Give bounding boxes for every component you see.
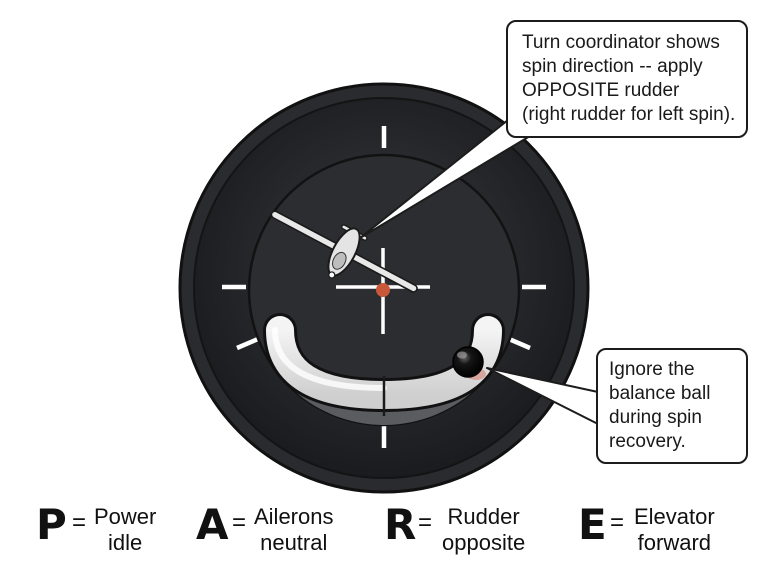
legend-text: Ailerons neutral	[254, 504, 333, 556]
legend-letter: E	[578, 500, 607, 549]
legend-letter: A	[196, 500, 229, 549]
legend-text-line1: Rudder	[447, 504, 520, 529]
callout-line: OPPOSITE rudder	[522, 80, 680, 101]
legend-text: Rudder opposite	[442, 504, 525, 556]
legend-letter: P	[36, 500, 67, 549]
callout-line: during spin	[609, 407, 702, 428]
legend-equals: =	[72, 509, 87, 536]
legend-text-line1: Power	[94, 504, 157, 529]
legend-text-line2: idle	[108, 530, 143, 555]
legend-text-line1: Ailerons	[254, 504, 334, 529]
legend-equals: =	[610, 509, 625, 536]
legend-text-line2: opposite	[442, 530, 526, 555]
legend-text-line1: Elevator	[634, 504, 715, 529]
legend-text-line2: forward	[637, 530, 712, 555]
callout-line: Turn coordinator shows	[522, 32, 720, 53]
callout-line: (right rudder for left spin).	[522, 104, 736, 125]
legend-equals: =	[232, 509, 247, 536]
turn-coordinator-callout: Turn coordinator shows spin direction --…	[506, 20, 748, 138]
callout-line: recovery.	[609, 431, 686, 452]
balance-ball-callout: Ignore the balance ball during spin reco…	[596, 348, 748, 464]
legend-text: Elevator forward	[634, 504, 715, 556]
legend-text-line2: neutral	[260, 530, 328, 555]
legend-text: Power idle	[94, 504, 156, 556]
legend-equals: =	[418, 509, 433, 536]
callout-line: balance ball	[609, 383, 711, 404]
balance-ball-icon	[452, 346, 484, 378]
callout-line: spin direction -- apply	[522, 56, 703, 77]
bank-tick-marks	[222, 126, 546, 448]
center-dot-icon	[376, 283, 390, 297]
legend-letter: R	[384, 500, 417, 549]
callout-line: Ignore the	[609, 359, 695, 380]
